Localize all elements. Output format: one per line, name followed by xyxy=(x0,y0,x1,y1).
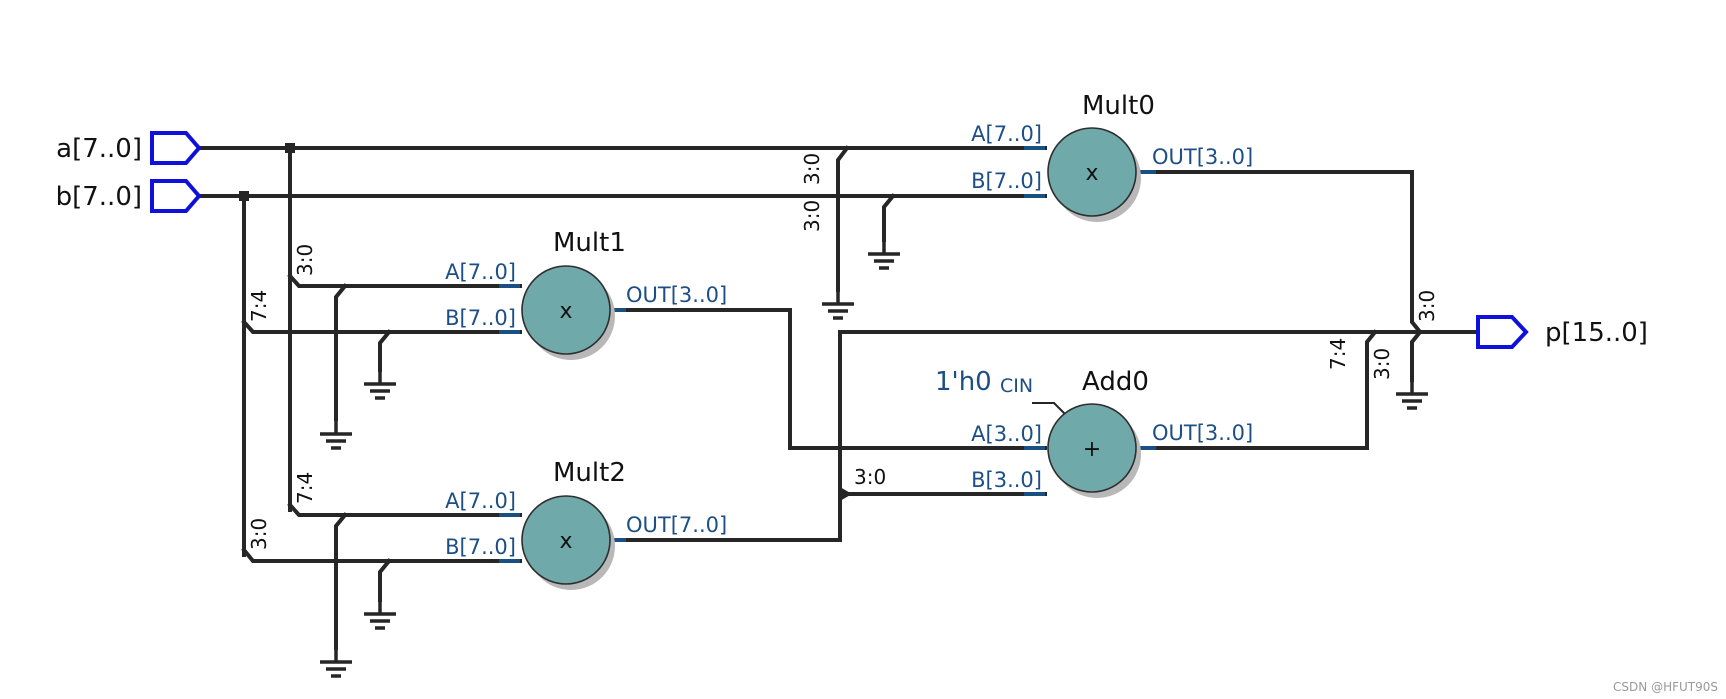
wire-mult1-a-upper-gnd xyxy=(334,283,348,421)
pin-label-a: A[3..0] xyxy=(971,422,1042,446)
bus-label-add0-to-p: 3:0 xyxy=(1370,348,1394,380)
block-add0-name: Add0 xyxy=(1082,367,1149,397)
block-mult1[interactable]: x Mult1 A[7..0] B[7..0] OUT[3..0] xyxy=(445,228,727,360)
pin-label-out: OUT[3..0] xyxy=(626,283,727,307)
wire-mult2-a-upper-gnd xyxy=(334,512,348,650)
wire-mult0-b-upper-gnd xyxy=(882,193,896,242)
block-mult1-name: Mult1 xyxy=(553,228,626,258)
bus-label-a-to-mult2: 7:4 xyxy=(293,472,317,504)
wire-b-to-mult1 xyxy=(241,319,522,334)
adder-symbol: + xyxy=(1083,437,1101,462)
block-add0[interactable]: + Add0 1'h0 CIN A[3..0] B[3..0] OUT[3..0… xyxy=(935,367,1253,498)
multiplier-body xyxy=(521,265,611,355)
pin-label-out: OUT[3..0] xyxy=(1152,145,1253,169)
block-mult0-name: Mult0 xyxy=(1082,91,1155,121)
wire-a-to-mult2 xyxy=(287,502,522,517)
port-a[interactable]: a[7..0] xyxy=(56,131,202,165)
output-port-icon xyxy=(1476,315,1529,349)
wire-add0-to-p xyxy=(1138,329,1378,450)
bus-label-b-to-mult0: 3:0 xyxy=(800,200,824,232)
ground-icon xyxy=(318,418,354,450)
pin-label-b: B[7..0] xyxy=(971,169,1042,193)
cin-label: CIN xyxy=(1000,375,1033,397)
watermark: CSDN @HFUT90S xyxy=(1613,680,1718,694)
pin-label-b: B[7..0] xyxy=(445,535,516,559)
multiplier-symbol: x xyxy=(559,299,572,324)
pin-label-a: A[7..0] xyxy=(445,260,516,284)
wire-mult0-to-p xyxy=(1138,170,1423,335)
bus-label-b-to-mult1: 7:4 xyxy=(247,290,271,322)
block-mult0[interactable]: x Mult0 A[7..0] B[7..0] OUT[3..0] xyxy=(971,91,1253,222)
cin-stub xyxy=(1032,402,1066,415)
wire-a-to-mult1 xyxy=(287,273,522,288)
port-a-label: a[7..0] xyxy=(56,134,142,164)
port-b[interactable]: b[7..0] xyxy=(56,179,202,213)
wire-mult1-b-upper-gnd xyxy=(378,329,392,372)
wire-b-to-mult2 xyxy=(241,547,522,563)
wire-mult2-to-p xyxy=(610,330,1480,542)
ground-icon xyxy=(318,646,354,678)
multiplier-symbol: x xyxy=(559,529,572,554)
junction-a xyxy=(285,143,295,153)
pin-stubs xyxy=(499,146,1156,563)
multiplier-body xyxy=(1047,127,1137,217)
bus-label-a-to-mult1: 3:0 xyxy=(293,244,317,276)
pin-label-out: OUT[7..0] xyxy=(626,513,727,537)
pin-label-a: A[7..0] xyxy=(445,489,516,513)
junction-b xyxy=(239,191,249,201)
input-port-icon xyxy=(150,131,202,165)
cin-value: 1'h0 xyxy=(935,367,992,397)
pin-label-a: A[7..0] xyxy=(971,122,1042,146)
wire-mult2-b-upper-gnd xyxy=(378,558,392,602)
input-port-icon xyxy=(150,179,202,213)
bus-label-mult2-to-p: 7:4 xyxy=(1326,338,1350,370)
ground-icon xyxy=(866,238,902,270)
block-mult2-name: Mult2 xyxy=(553,458,626,488)
pin-label-b: B[3..0] xyxy=(971,468,1042,492)
bus-label-mult2-to-add0: 3:0 xyxy=(854,465,886,489)
pin-label-b: B[7..0] xyxy=(445,306,516,330)
wire-mult0-a-upper-gnd xyxy=(836,145,850,292)
bus-label-a-to-mult0: 3:0 xyxy=(800,153,824,185)
multiplier-body xyxy=(521,495,611,585)
ground-icon xyxy=(1394,378,1430,410)
port-b-label: b[7..0] xyxy=(56,182,142,212)
multiplier-symbol: x xyxy=(1085,161,1098,186)
bus-ripper-arrow xyxy=(840,487,852,501)
wire-mult1-to-add0 xyxy=(610,308,1047,450)
ground-icon xyxy=(362,598,398,630)
ground-icon xyxy=(820,288,856,320)
port-p[interactable]: p[15..0] xyxy=(1476,315,1648,349)
wire-p-gnd-tap xyxy=(1410,329,1423,382)
block-mult2[interactable]: x Mult2 A[7..0] B[7..0] OUT[7..0] xyxy=(445,458,727,590)
adder-body xyxy=(1047,403,1137,493)
bus-labels: 3:0 3:0 3:0 7:4 7:4 3:0 3:0 3:0 7:4 3:0 xyxy=(247,153,1439,550)
wires xyxy=(197,143,1480,650)
ground-icon xyxy=(362,368,398,400)
pin-label-out: OUT[3..0] xyxy=(1152,421,1253,445)
bus-label-b-to-mult2: 3:0 xyxy=(247,518,271,550)
bus-label-mult0-to-p: 3:0 xyxy=(1415,290,1439,322)
port-p-label: p[15..0] xyxy=(1545,318,1648,348)
